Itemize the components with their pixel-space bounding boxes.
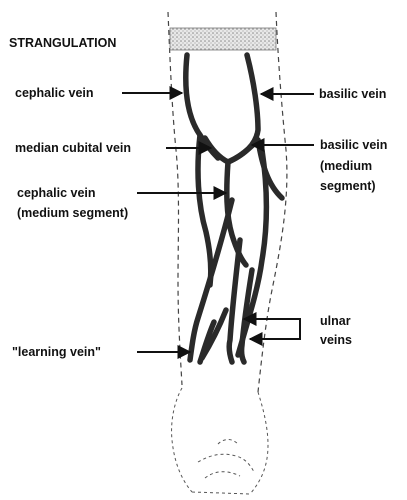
cephalic-vein-medium-label-line1: cephalic vein [17, 186, 96, 200]
ulnar-veins-bracket [248, 319, 300, 339]
learning-vein-label: "learning vein" [12, 345, 101, 359]
arm-outline-left [168, 12, 182, 385]
radial-branch-line [198, 135, 211, 285]
ulnar-veins-label-line1: ulnar [320, 314, 351, 328]
cephalic-vein-medium-label-line2: (medium segment) [17, 206, 128, 220]
basilic-vein-label: basilic vein [319, 87, 386, 101]
ulnar-veins-label-line2: veins [320, 333, 352, 347]
basilic-vein-medium-label-line2: (medium [320, 159, 372, 173]
tourniquet-band [170, 28, 276, 50]
strangulation-label: STRANGULATION [9, 36, 116, 50]
basilic-vein-medium-label-line1: basilic vein [320, 138, 387, 152]
cephalic-vein-label: cephalic vein [15, 86, 94, 100]
basilic-vein-medium-label-line3: segment) [320, 179, 376, 193]
median-cubital-vein-label: median cubital vein [15, 141, 131, 155]
arm-outline-right [258, 12, 287, 392]
forearm-vein-b-line [229, 240, 240, 362]
median-cubital-vein-line [205, 138, 258, 162]
hand-outline [172, 388, 268, 494]
